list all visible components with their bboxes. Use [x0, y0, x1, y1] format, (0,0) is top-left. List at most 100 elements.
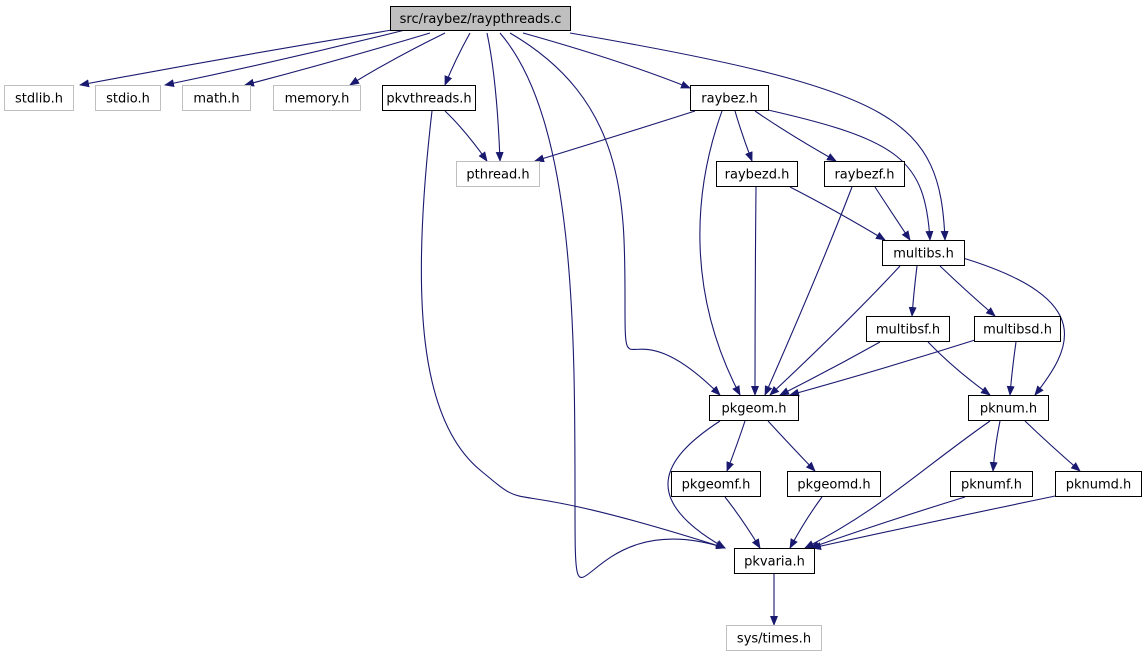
node-label: pkvthreads.h [386, 92, 471, 107]
edge-raypthreads-c-to-pthread-h [486, 32, 504, 162]
edge-pkgeom-h-to-pkgeomd-h [767, 420, 816, 472]
node-label: sys/times.h [737, 632, 811, 647]
edge-multibsf-h-to-pkgeom-h [779, 341, 881, 396]
edge-raybezd-h-to-pkgeom-h [751, 186, 760, 396]
edge-raybezd-h-to-multibs-h [789, 186, 886, 241]
edge-raybez-h-to-multibs-h [767, 109, 934, 241]
node-box [787, 471, 881, 497]
node-pknumf-h[interactable]: pknumf.h [950, 471, 1033, 497]
edge-raypthreads-c-to-pkgeom-h [509, 32, 721, 396]
node-label: multibsd.h [983, 323, 1052, 338]
node-box [882, 240, 965, 266]
node-label: stdio.h [106, 92, 150, 107]
node-raybezd-h[interactable]: raybezd.h [716, 161, 798, 187]
node-box [974, 316, 1061, 342]
node-multibs-h[interactable]: multibs.h [882, 240, 965, 266]
edge-pknumf-h-to-pkvaria-h [809, 496, 966, 549]
node-box [950, 471, 1033, 497]
node-multibsd-h[interactable]: multibsd.h [974, 316, 1061, 342]
node-label: multibs.h [893, 247, 954, 262]
edge-multibs-h-to-multibsd-h [939, 265, 996, 317]
node-pkgeom-h[interactable]: pkgeom.h [709, 395, 799, 421]
edge-pknum-h-to-pknumf-h [989, 420, 1001, 472]
edge-raybezf-h-to-pkgeom-h [764, 186, 853, 396]
node-box [4, 85, 74, 111]
node-label: raybez.h [701, 92, 757, 107]
node-pknumd-h[interactable]: pknumd.h [1055, 471, 1142, 497]
node-label: pknum.h [980, 402, 1037, 417]
edge-raypthreads-c-to-pkvthreads-h [444, 32, 471, 86]
node-label: pthread.h [466, 168, 529, 183]
node-memory-h: memory.h [273, 85, 361, 111]
node-label: multibsf.h [876, 323, 940, 338]
edge-pkvthreads-h-to-pthread-h [444, 110, 488, 162]
edge-raybez-h-to-raybezf-h [754, 110, 837, 162]
edge-pknum-h-to-pkvaria-h [804, 420, 991, 549]
node-box [866, 316, 950, 342]
dependency-edges [79, 29, 1081, 626]
edge-raypthreads-c-to-math-h [244, 32, 431, 87]
edge-pkgeom-h-to-pkgeomf-h [726, 420, 746, 472]
node-box [390, 6, 571, 31]
node-box [709, 395, 799, 421]
node-pknum-h[interactable]: pknum.h [968, 395, 1049, 421]
node-label: pkvaria.h [744, 555, 805, 570]
node-label: raybezd.h [725, 168, 790, 183]
node-label: pknumd.h [1066, 478, 1132, 493]
edge-raypthreads-c-to-multibs-h [569, 32, 949, 241]
node-box [734, 548, 815, 574]
edge-pkgeom-h-to-pkvaria-h [667, 420, 726, 549]
edge-raypthreads-c-to-raybez-h [522, 32, 691, 89]
node-box [273, 85, 361, 111]
node-pkvthreads-h[interactable]: pkvthreads.h [382, 85, 476, 111]
node-label: stdlib.h [15, 92, 63, 107]
node-label: math.h [193, 92, 239, 107]
edge-pkvthreads-h-to-pkvaria-h [420, 110, 726, 550]
node-stdlib-h: stdlib.h [4, 85, 74, 111]
edge-raybezf-h-to-multibs-h [874, 186, 911, 241]
edge-raypthreads-c-to-stdlib-h [79, 29, 393, 88]
node-label: pkgeom.h [721, 402, 786, 417]
node-stdio-h: stdio.h [95, 85, 161, 111]
node-label: pkgeomd.h [797, 478, 870, 493]
node-box [716, 161, 798, 187]
node-box [1055, 471, 1142, 497]
edge-raypthreads-c-to-pkvaria-h [499, 32, 726, 579]
node-box [968, 395, 1049, 421]
node-label: pknumf.h [961, 478, 1022, 493]
node-box [182, 85, 251, 111]
node-math-h: math.h [182, 85, 251, 111]
node-box [671, 471, 761, 497]
node-pkgeomf-h[interactable]: pkgeomf.h [671, 471, 761, 497]
node-pthread-h: pthread.h [456, 161, 540, 187]
node-label: src/raybez/raypthreads.c [400, 12, 562, 27]
edge-raybez-h-to-raybezd-h [734, 110, 753, 162]
node-raybez-h[interactable]: raybez.h [690, 85, 769, 111]
node-pkgeomd-h[interactable]: pkgeomd.h [787, 471, 881, 497]
edge-multibs-h-to-multibsf-h [908, 265, 918, 317]
edge-raybez-h-to-pkgeom-h [699, 110, 741, 396]
edge-raybez-h-to-pthread-h [534, 110, 696, 163]
edge-multibsd-h-to-pknum-h [1006, 341, 1017, 396]
edge-pknumd-h-to-pkvaria-h [811, 494, 1061, 550]
node-pkvaria-h[interactable]: pkvaria.h [734, 548, 815, 574]
node-raybezf-h[interactable]: raybezf.h [824, 161, 905, 187]
edge-multibsd-h-to-pkgeom-h [789, 339, 976, 397]
node-box [456, 161, 540, 187]
edge-multibs-h-to-pknum-h [962, 257, 1065, 396]
node-box [690, 85, 769, 111]
edge-pkgeomf-h-to-pkvaria-h [724, 496, 761, 549]
node-label: memory.h [285, 92, 350, 107]
node-box [824, 161, 905, 187]
edge-raypthreads-c-to-stdio-h [164, 29, 406, 88]
node-multibsf-h[interactable]: multibsf.h [866, 316, 950, 342]
node-raypthreads-c[interactable]: src/raybez/raypthreads.c [390, 6, 571, 31]
node-label: raybezf.h [834, 168, 894, 183]
node-box [95, 85, 161, 111]
edge-raypthreads-c-to-memory-h [349, 32, 446, 86]
edge-multibs-h-to-pkgeom-h [769, 265, 901, 396]
node-sys-times-h: sys/times.h [726, 625, 822, 651]
edge-pkgeomd-h-to-pkvaria-h [789, 496, 823, 549]
node-box [726, 625, 822, 651]
